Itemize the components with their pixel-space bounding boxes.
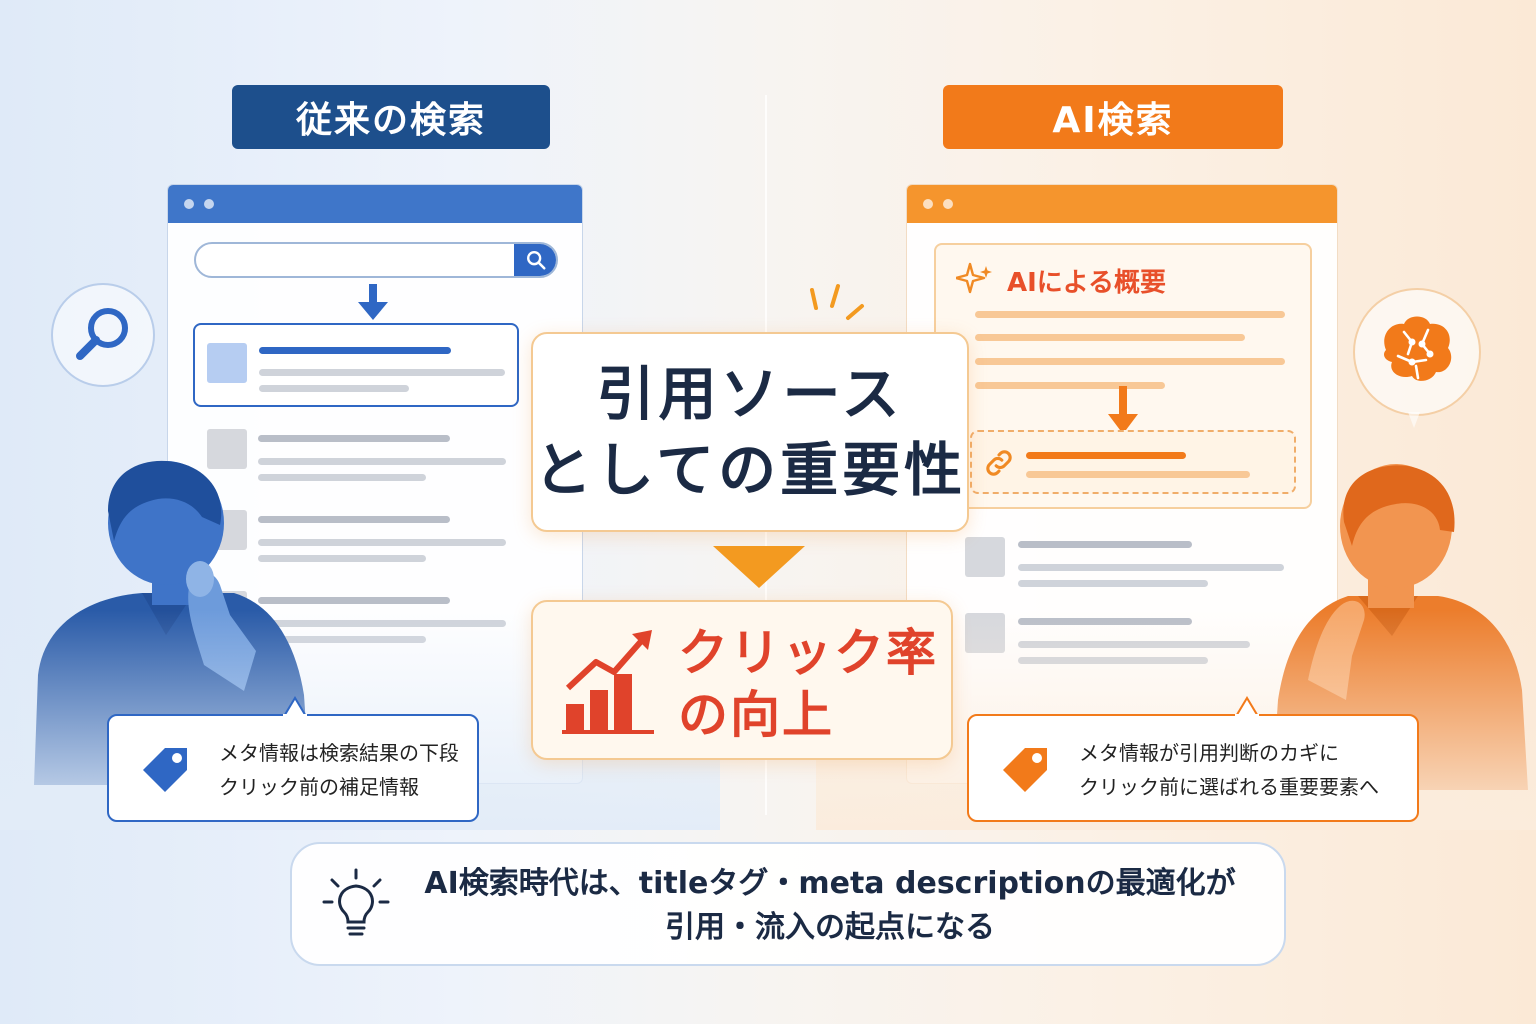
cited-title-line — [1026, 452, 1186, 459]
overview-line — [975, 334, 1245, 341]
overview-line — [975, 358, 1285, 365]
highlight-marks — [810, 284, 864, 320]
result-text-line — [1018, 580, 1208, 587]
lightbulb-icon — [322, 868, 390, 936]
search-icon — [527, 251, 546, 270]
window-dot — [943, 199, 953, 209]
ai-callout: メタ情報が引用判断のカギに クリック前に選ばれる重要要素へ — [967, 696, 1419, 822]
ctr-line-2: の向上 — [678, 686, 834, 744]
importance-line-2: としての重要性 — [533, 436, 967, 504]
cited-source-box — [970, 430, 1296, 494]
summary-banner — [290, 842, 1286, 966]
ai-search-title: AI検索 — [943, 85, 1283, 149]
summary-line-1: AI検索時代は、titleタグ・meta descriptionの最適化が — [424, 866, 1236, 901]
callout-line: メタ情報が引用判断のカギに — [1079, 741, 1339, 765]
magnifier-icon — [51, 283, 155, 387]
link-icon — [986, 450, 1012, 476]
result-text-line — [258, 555, 426, 562]
search-box — [194, 242, 558, 278]
browser-titlebar — [168, 185, 582, 223]
traditional-callout: メタ情報は検索結果の下段 クリック前の補足情報 — [107, 696, 479, 822]
window-dot — [923, 199, 933, 209]
sparkle-icon — [956, 262, 992, 294]
citation-importance-card: 引用ソース としての重要性 — [531, 332, 969, 532]
result-title-line — [1018, 541, 1192, 548]
overview-line — [975, 311, 1285, 318]
result-text-line — [259, 385, 409, 392]
down-triangle — [713, 546, 805, 588]
ai-brain-icon — [1353, 288, 1481, 428]
result-thumbnail — [207, 343, 247, 383]
result-text-line — [259, 369, 505, 376]
result-text-line — [1018, 564, 1284, 571]
ai-callout-text: メタ情報が引用判断のカギに クリック前に選ばれる重要要素へ — [1079, 736, 1379, 804]
result-thumbnail — [207, 429, 247, 469]
arrow-down-icon — [1108, 386, 1138, 434]
result-text-line — [258, 539, 506, 546]
traditional-search-title: 従来の検索 — [232, 85, 550, 149]
window-dot — [204, 199, 214, 209]
summary-line-2: 引用・流入の起点になる — [665, 910, 995, 945]
browser-titlebar — [907, 185, 1337, 223]
result-thumbnail — [965, 537, 1005, 577]
result-text-line — [258, 458, 506, 465]
summary-text: AI検索時代は、titleタグ・meta descriptionの最適化が 引用… — [380, 862, 1280, 950]
ctr-text: クリック率 の向上 — [678, 622, 938, 746]
callout-line: メタ情報は検索結果の下段 — [219, 741, 459, 765]
overview-line — [975, 382, 1165, 389]
search-button — [514, 244, 556, 276]
arrow-down-icon — [358, 284, 388, 320]
growth-chart-icon — [562, 630, 654, 734]
highlighted-result — [193, 323, 519, 407]
tag-icon — [1003, 748, 1047, 792]
cited-text-line — [1026, 471, 1250, 478]
tag-icon — [143, 748, 187, 792]
traditional-callout-text: メタ情報は検索結果の下段 クリック前の補足情報 — [219, 736, 459, 804]
window-dot — [184, 199, 194, 209]
result-title-line — [258, 516, 450, 523]
callout-line: クリック前に選ばれる重要要素へ — [1079, 775, 1379, 799]
result-title-line — [258, 597, 450, 604]
result-title-line — [259, 347, 451, 354]
callout-tail — [283, 696, 307, 718]
result-text-line — [258, 474, 426, 481]
result-title-line — [258, 435, 450, 442]
importance-line-1: 引用ソース — [596, 360, 904, 428]
ctr-line-1: クリック率 — [678, 624, 938, 682]
callout-line: クリック前の補足情報 — [219, 775, 419, 799]
callout-tail — [1235, 696, 1259, 718]
ai-overview-title: AIによる概要 — [1007, 268, 1167, 298]
